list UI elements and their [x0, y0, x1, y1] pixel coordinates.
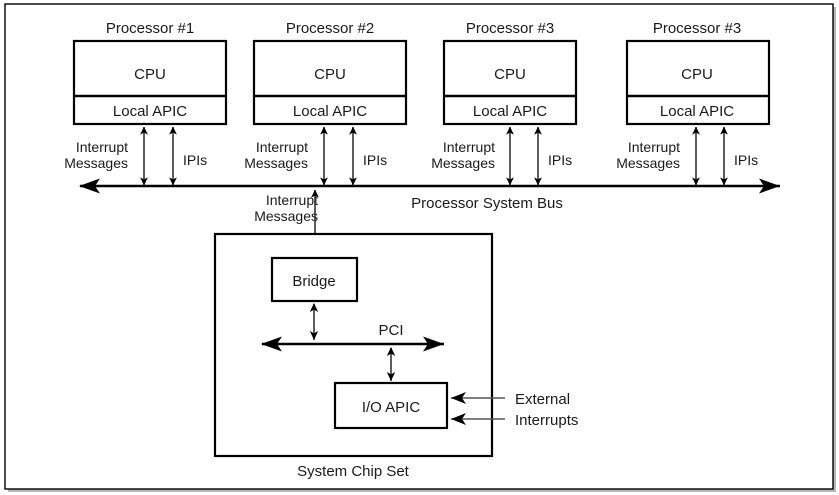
- ipi-label: IPIs: [363, 152, 387, 168]
- ipi-label: IPIs: [548, 152, 572, 168]
- cpu-label: CPU: [314, 66, 346, 83]
- chipset-link-label-line1: Interrupt: [266, 192, 318, 208]
- bridge-box: [270, 256, 359, 303]
- ioapic-label: I/O APIC: [362, 399, 421, 416]
- external-interrupts: External Interrupts: [451, 391, 578, 429]
- processor-box: [252, 39, 408, 126]
- interrupt-messages-label-line1: Interrupt: [76, 139, 128, 155]
- cpu-label: CPU: [494, 66, 526, 83]
- chipset-link-label-line2: Messages: [254, 208, 318, 224]
- bus-label: Processor System Bus: [411, 195, 563, 212]
- processor-title: Processor #3: [466, 20, 554, 37]
- ipi-label: IPIs: [183, 152, 207, 168]
- interrupt-messages-label-line1: Interrupt: [256, 139, 308, 155]
- processor-system-bus: Processor System Bus: [79, 178, 780, 212]
- processor-box: [72, 39, 228, 126]
- interrupt-messages-label-line1: Interrupt: [443, 139, 495, 155]
- processor-2: Processor #2 CPU Local APIC Interrupt Me…: [244, 20, 408, 186]
- interrupt-messages-label-line2: Messages: [244, 155, 308, 171]
- local-apic-label: Local APIC: [113, 103, 187, 120]
- external-interrupts-label-line2: Interrupts: [515, 412, 578, 429]
- processor-title: Processor #2: [286, 20, 374, 37]
- interrupt-messages-label-line1: Interrupt: [628, 139, 680, 155]
- ioapic-box: [333, 381, 449, 430]
- processor-4: Processor #3 CPU Local APIC Interrupt Me…: [616, 20, 771, 186]
- processor-box: [625, 39, 771, 126]
- pci-label: PCI: [378, 322, 403, 339]
- chipset-label: System Chip Set: [297, 463, 410, 480]
- cpu-label: CPU: [681, 66, 713, 83]
- local-apic-label: Local APIC: [473, 103, 547, 120]
- interrupt-messages-label-line2: Messages: [616, 155, 680, 171]
- bridge-label: Bridge: [292, 273, 335, 290]
- processor-box: [442, 39, 578, 126]
- processor-1: Processor #1 CPU Local APIC Interrupt Me…: [64, 20, 228, 186]
- interrupt-messages-label-line2: Messages: [431, 155, 495, 171]
- external-interrupts-label-line1: External: [515, 391, 570, 408]
- system-chip-set: Bridge PCI I/O APIC System Chip Set: [213, 232, 494, 480]
- local-apic-label: Local APIC: [660, 103, 734, 120]
- processor-title: Processor #1: [106, 20, 194, 37]
- local-apic-label: Local APIC: [293, 103, 367, 120]
- processor-3: Processor #3 CPU Local APIC Interrupt Me…: [431, 20, 578, 186]
- interrupt-messages-label-line2: Messages: [64, 155, 128, 171]
- cpu-label: CPU: [134, 66, 166, 83]
- ipi-label: IPIs: [734, 152, 758, 168]
- processor-title: Processor #3: [653, 20, 741, 37]
